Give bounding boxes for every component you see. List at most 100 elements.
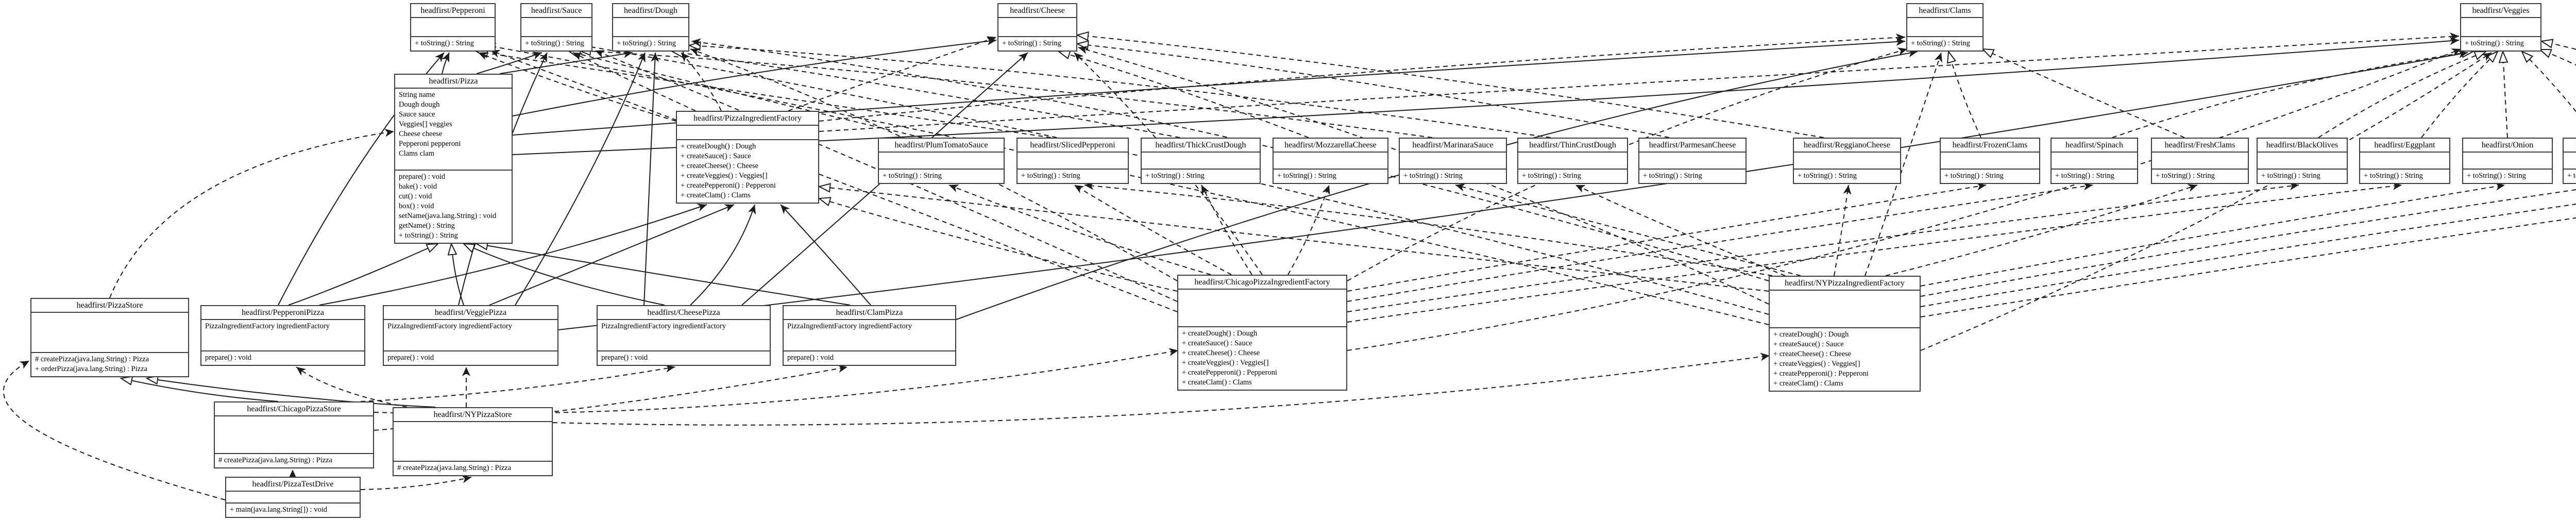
edge-pizza-store-to-pizza <box>109 128 395 298</box>
fields-compartment <box>2052 153 2137 170</box>
class-chicago-pizza-store[interactable]: headfirst/ChicagoPizzaStore# createPizza… <box>214 401 374 468</box>
class-sauce[interactable]: headfirst/Sauce+ toString() : String <box>520 3 592 52</box>
edge-thick-crust-dough-to-dough <box>672 52 1180 138</box>
class-ny-pizza-ingredient-factory[interactable]: headfirst/NYPizzaIngredientFactory + crea… <box>1769 276 1921 392</box>
edge-eggplant-to-veggies <box>2421 52 2498 138</box>
method: + createVeggies() : Veggies[] <box>1182 359 1269 367</box>
methods-compartment: + createDough() : Dough+ createSauce() :… <box>677 140 818 203</box>
fields-compartment <box>1400 153 1506 170</box>
edge-chicago-pizza-store-to-cheese-pizza <box>360 364 675 402</box>
edge-pizza-ingredient-factory-to-pepperoni <box>478 52 676 122</box>
class-spinach[interactable]: headfirst/Spinach+ toString() : String <box>2050 138 2138 184</box>
methods-compartment: + toString() : String <box>2461 37 2540 51</box>
edge-pizza-test-drive-to-pizza-store <box>3 360 226 500</box>
class-onion[interactable]: headfirst/Onion+ toString() : String <box>2462 138 2553 184</box>
class-pizza-test-drive[interactable]: headfirst/PizzaTestDrive+ main(java.lang… <box>225 477 361 518</box>
class-title: headfirst/PlumTomatoSauce <box>879 139 1004 153</box>
method: + createDough() : Dough <box>1773 330 1849 339</box>
class-black-olives[interactable]: headfirst/BlackOlives+ toString() : Stri… <box>2257 138 2348 184</box>
edge-onion-to-veggies <box>2503 52 2507 138</box>
class-parmesan-cheese[interactable]: headfirst/ParmesanCheese+ toString() : S… <box>1638 138 1747 184</box>
class-title: headfirst/NYPizzaIngredientFactory <box>1770 277 1920 291</box>
class-eggplant[interactable]: headfirst/Eggplant+ toString() : String <box>2359 138 2450 184</box>
methods-compartment: + toString() : String <box>1400 170 1506 183</box>
fields-compartment <box>2463 153 2552 170</box>
method: + toString() : String <box>1002 39 1061 47</box>
class-red-pepper[interactable]: headfirst/RedPepper+ toString() : String <box>2563 138 2576 184</box>
fields-compartment <box>2152 153 2248 170</box>
methods-compartment: + toString() : String <box>1274 170 1387 183</box>
methods-compartment: + toString() : String <box>2052 170 2137 183</box>
class-title: headfirst/Clams <box>1907 4 1982 18</box>
method: + createClam() : Clams <box>1182 378 1252 387</box>
methods-compartment: + toString() : String <box>1941 170 2039 183</box>
class-cheese[interactable]: headfirst/Cheese+ toString() : String <box>997 3 1077 52</box>
class-clams[interactable]: headfirst/Clams+ toString() : String <box>1906 3 1984 52</box>
method: + createSauce() : Sauce <box>1182 339 1252 347</box>
fields-compartment <box>215 416 373 454</box>
edge-pizza-test-drive-to-ny-pizza-store <box>360 475 472 490</box>
class-pizza-store[interactable]: headfirst/PizzaStore# createPizza(java.l… <box>30 298 189 377</box>
class-marinara-sauce[interactable]: headfirst/MarinaraSauce+ toString() : St… <box>1399 138 1507 184</box>
fields-compartment: PizzaIngredientFactory ingredientFactory <box>384 320 557 351</box>
class-title: headfirst/PizzaIngredientFactory <box>677 112 818 126</box>
class-frozen-clams[interactable]: headfirst/FrozenClams+ toString() : Stri… <box>1940 138 2040 184</box>
method: + createVeggies() : Veggies[] <box>1773 360 1860 368</box>
field: Veggies[] veggies <box>399 120 452 128</box>
method: + createClam() : Clams <box>1773 379 1843 388</box>
class-thin-crust-dough[interactable]: headfirst/ThinCrustDough+ toString() : S… <box>1517 138 1628 184</box>
class-reggiano-cheese[interactable]: headfirst/ReggianoCheese+ toString() : S… <box>1793 138 1901 184</box>
fields-compartment <box>411 18 495 37</box>
methods-compartment: # createPizza(java.lang.String) : Pizza+… <box>31 353 188 376</box>
edge-parmesan-cheese-to-cheese <box>1077 44 1670 138</box>
method: # createPizza(java.lang.String) : Pizza <box>35 355 149 363</box>
class-title: headfirst/VeggiePizza <box>384 306 557 320</box>
methods-compartment: + toString() : String <box>879 170 1004 183</box>
edge-pepperoni-pizza-to-pizza <box>288 244 438 306</box>
edge-pizza-ingredient-factory-to-clams <box>819 33 1906 122</box>
methods-compartment: + main(java.lang.String[]) : void <box>226 504 360 517</box>
class-chicago-pizza-ingredient-factory[interactable]: headfirst/ChicagoPizzaIngredientFactory+… <box>1177 275 1347 391</box>
class-fresh-clams[interactable]: headfirst/FreshClams+ toString() : Strin… <box>2151 138 2249 184</box>
class-ny-pizza-store[interactable]: headfirst/NYPizzaStore# createPizza(java… <box>393 407 553 476</box>
class-title: headfirst/PepperoniPizza <box>201 306 364 320</box>
class-pepperoni[interactable]: headfirst/Pepperoni+ toString() : String <box>410 3 496 52</box>
methods-compartment: # createPizza(java.lang.String) : Pizza <box>394 462 552 475</box>
fields-compartment <box>998 18 1076 37</box>
edge-clam-pizza-to-pizza <box>477 244 851 306</box>
field: PizzaIngredientFactory ingredientFactory <box>787 322 912 330</box>
method: + toString() : String <box>1944 172 2004 180</box>
methods-compartment: + toString() : String <box>2463 170 2552 183</box>
method: + toString() : String <box>1403 172 1463 180</box>
methods-compartment: + toString() : String <box>1794 170 1900 183</box>
class-pizza-ingredient-factory[interactable]: headfirst/PizzaIngredientFactory + create… <box>676 111 819 204</box>
method: + createCheese() : Cheese <box>1182 349 1260 357</box>
class-plum-tomato-sauce[interactable]: headfirst/PlumTomatoSauce + toString() : … <box>878 138 1005 184</box>
field: PizzaIngredientFactory ingredientFactory <box>387 322 512 330</box>
methods-compartment: + createDough() : Dough+ createSauce() :… <box>1178 327 1346 390</box>
method: prepare() : void <box>387 354 434 362</box>
class-thick-crust-dough[interactable]: headfirst/ThickCrustDough+ toString() : … <box>1141 138 1261 184</box>
method: + createCheese() : Cheese <box>1773 350 1852 358</box>
class-veggies[interactable]: headfirst/Veggies + toString() : String <box>2460 3 2541 52</box>
method: + toString() : String <box>1277 172 1336 180</box>
edge-pizza-ingredient-factory-to-dough <box>681 52 722 111</box>
class-title: headfirst/Veggies <box>2461 4 2540 18</box>
class-sliced-pepperoni[interactable]: headfirst/SlicedPepperoni+ toString() : … <box>1016 138 1129 184</box>
method: + toString() : String <box>2467 172 2526 180</box>
edge-pizza-to-sauce <box>476 52 543 74</box>
class-mozzarella-cheese[interactable]: headfirst/MozzarellaCheese+ toString() :… <box>1273 138 1388 184</box>
method: + toString() : String <box>2465 39 2524 47</box>
field: String name <box>399 91 435 99</box>
edge-garlic-to-veggies <box>2540 49 2576 66</box>
class-dough[interactable]: headfirst/Dough+ toString() : String <box>612 3 689 52</box>
fields-compartment <box>1770 291 1920 328</box>
fields-compartment <box>677 126 818 140</box>
